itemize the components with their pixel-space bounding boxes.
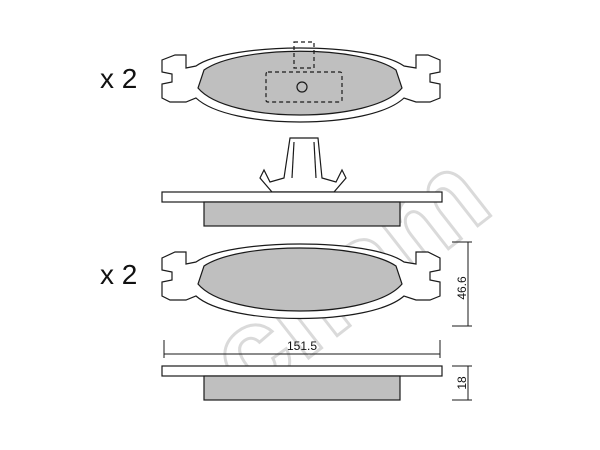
friction-block-side-top bbox=[203, 201, 401, 227]
length-dimension-label: 151.5 bbox=[287, 339, 317, 353]
sensor-center-hole bbox=[296, 81, 308, 93]
pad-front-view-bottom bbox=[161, 243, 441, 320]
backing-plate-side-top bbox=[161, 191, 443, 203]
quantity-label-top: x 2 bbox=[100, 63, 137, 94]
length-dimension bbox=[163, 340, 441, 358]
height-dimension bbox=[452, 241, 472, 327]
retaining-clip bbox=[259, 137, 347, 193]
pad-side-view-bottom bbox=[161, 365, 443, 401]
thickness-dimension-label: 18 bbox=[455, 376, 469, 390]
clip-line-left bbox=[291, 141, 295, 179]
friction-pad-bottom bbox=[197, 247, 403, 312]
friction-block-side-bottom bbox=[203, 375, 401, 401]
backing-plate-side-bottom bbox=[161, 365, 443, 377]
height-dimension-label: 46.6 bbox=[455, 276, 469, 300]
pad-front-view-top bbox=[161, 41, 441, 123]
quantity-label-bottom: x 2 bbox=[100, 259, 137, 290]
thickness-dimension bbox=[452, 365, 472, 401]
pad-side-view-top bbox=[161, 137, 443, 227]
clip-line-right bbox=[313, 141, 317, 179]
wear-sensor-outline bbox=[265, 41, 343, 103]
